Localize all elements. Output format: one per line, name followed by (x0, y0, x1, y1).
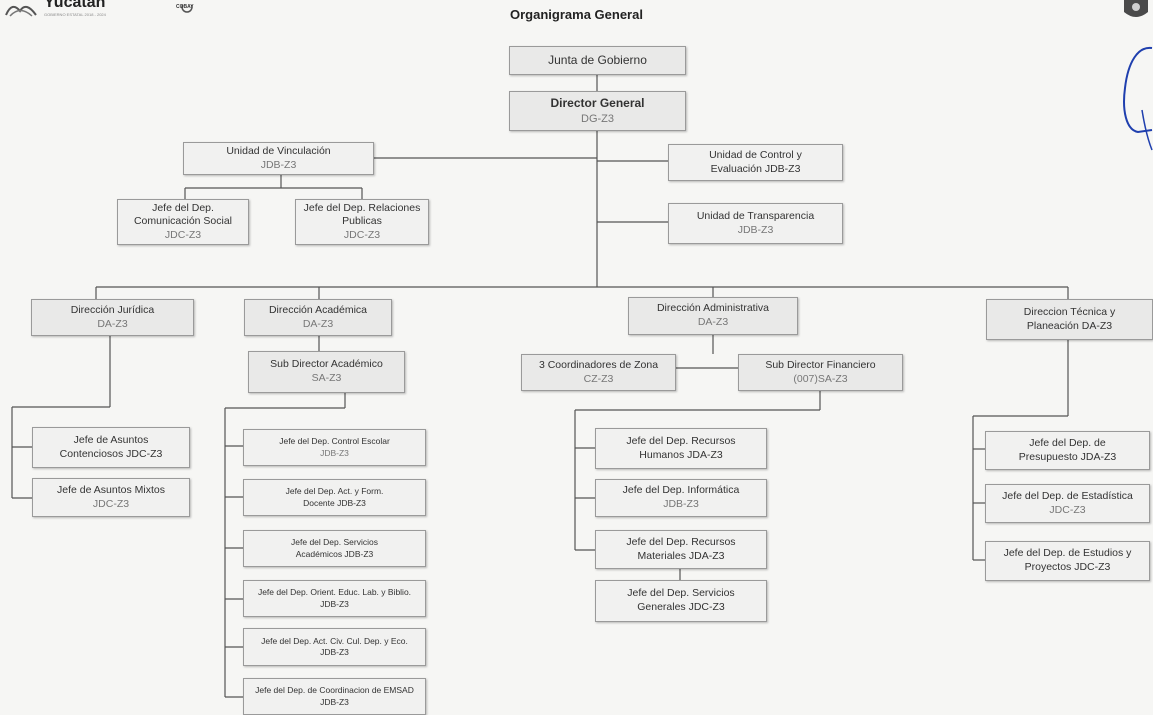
node-title: Jefe del Dep. Recursos Humanos JDA-Z3 (626, 434, 736, 461)
node-title: Jefe del Dep. de Presupuesto JDA-Z3 (1018, 436, 1117, 463)
node-title: Jefe del Dep. de Estadística (1002, 489, 1133, 502)
node-title: Sub Director Académico (270, 358, 383, 371)
node-orient-educ: Jefe del Dep. Orient. Educ. Lab. y Bibli… (243, 580, 426, 617)
node-title: Jefe del Dep. Recursos Materiales JDA-Z3 (626, 535, 736, 562)
cobay-label: COBAY (176, 4, 194, 10)
node-title: Jefe del Dep. Orient. Educ. Lab. y Bibli… (257, 587, 412, 609)
node-code: JDB-Z3 (663, 498, 699, 510)
node-servicios-generales: Jefe del Dep. Servicios Generales JDC-Z3 (595, 580, 767, 622)
node-comunicacion-social: Jefe del Dep. Comunicación Social JDC-Z3 (117, 199, 249, 245)
official-seal-icon (1124, 0, 1148, 17)
node-title: Unidad de Vinculación (226, 144, 331, 157)
node-servicios-academicos: Jefe del Dep. Servicios Académicos JDB-Z… (243, 530, 426, 567)
node-title: Unidad de Control y Evaluación JDB-Z3 (709, 148, 802, 175)
node-title: Jefe del Dep. Comunicación Social (133, 201, 233, 228)
node-asuntos-mixtos: Jefe de Asuntos Mixtos JDC-Z3 (32, 478, 190, 517)
node-direccion-juridica: Dirección Jurídica DA-Z3 (31, 299, 194, 336)
node-title: Jefe del Dep. Servicios Académicos JDB-Z… (291, 537, 378, 559)
node-coordinadores-zona: 3 Coordinadores de Zona CZ-Z3 (521, 354, 676, 391)
node-recursos-humanos: Jefe del Dep. Recursos Humanos JDA-Z3 (595, 428, 767, 469)
yucatan-logo: Yucatán GOBIERNO ESTATAL 2018 - 2024 (4, 0, 106, 17)
node-title: Director General (550, 96, 645, 111)
handwritten-signature-icon (1123, 46, 1153, 151)
node-title: Unidad de Transparencia (696, 209, 815, 222)
node-act-civ-cul: Jefe del Dep. Act. Civ. Cul. Dep. y Eco.… (243, 628, 426, 666)
node-title: Jefe del Dep. Informática (622, 484, 740, 497)
node-informatica: Jefe del Dep. Informática JDB-Z3 (595, 479, 767, 517)
node-title: Sub Director Financiero (765, 358, 876, 371)
node-subdirector-financiero: Sub Director Financiero (007)SA-Z3 (738, 354, 903, 391)
node-title: 3 Coordinadores de Zona (538, 358, 659, 371)
node-unidad-vinculacion: Unidad de Vinculación JDB-Z3 (183, 142, 374, 175)
node-code: DG-Z3 (581, 112, 614, 125)
node-title: Junta de Gobierno (548, 52, 647, 67)
node-code: JDC-Z3 (343, 228, 381, 241)
node-title: Jefe del Dep. de Coordinacion de EMSAD J… (255, 685, 414, 707)
node-code: JDC-Z3 (92, 497, 130, 510)
node-code: JDB-Z3 (260, 158, 297, 171)
node-junta-gobierno: Junta de Gobierno (509, 46, 686, 75)
leaf-emblem-icon (5, 5, 37, 17)
node-title: Jefe del Dep. Act. Civ. Cul. Dep. y Eco.… (261, 635, 408, 657)
node-title: Jefe del Dep. Servicios Generales JDC-Z3 (627, 587, 735, 613)
node-code: DA-Z3 (97, 317, 128, 330)
node-code: DA-Z3 (697, 316, 729, 328)
node-code: JDB-Z3 (737, 223, 774, 236)
node-title: Jefe del Dep. de Estudios y Proyectos JD… (1003, 547, 1132, 573)
node-estudios-proyectos: Jefe del Dep. de Estudios y Proyectos JD… (985, 541, 1150, 581)
node-recursos-materiales: Jefe del Dep. Recursos Materiales JDA-Z3 (595, 530, 767, 569)
node-title: Dirección Administrativa (656, 302, 770, 315)
node-title: Jefe del Dep. Control Escolar (279, 436, 390, 447)
cobay-logo: COBAY (176, 0, 198, 17)
node-title: Jefe del Dep. Relaciones Publicas (303, 201, 421, 228)
node-coordinacion-emsad: Jefe del Dep. de Coordinacion de EMSAD J… (243, 678, 426, 715)
node-code: JDC-Z3 (164, 228, 202, 241)
node-code: SA-Z3 (311, 372, 342, 384)
node-direccion-tecnica: Direccion Técnica y Planeación DA-Z3 (986, 299, 1153, 340)
page-title: Organigrama General (510, 7, 643, 22)
node-unidad-control: Unidad de Control y Evaluación JDB-Z3 (668, 144, 843, 181)
node-director-general: Director General DG-Z3 (509, 91, 686, 131)
node-asuntos-contenciosos: Jefe de Asuntos Contenciosos JDC-Z3 (32, 427, 190, 468)
node-code: JDC-Z3 (1049, 503, 1086, 516)
node-unidad-transparencia: Unidad de Transparencia JDB-Z3 (668, 203, 843, 244)
node-presupuesto: Jefe del Dep. de Presupuesto JDA-Z3 (985, 431, 1150, 470)
node-title: Dirección Jurídica (70, 303, 155, 316)
node-code: DA-Z3 (302, 317, 334, 330)
node-relaciones-publicas: Jefe del Dep. Relaciones Publicas JDC-Z3 (295, 199, 429, 245)
node-subdirector-academico: Sub Director Académico SA-Z3 (248, 351, 405, 393)
node-estadistica: Jefe del Dep. de Estadística JDC-Z3 (985, 484, 1150, 523)
node-code: (007)SA-Z3 (793, 372, 848, 385)
node-title: Jefe de Asuntos Contenciosos JDC-Z3 (59, 433, 163, 460)
node-act-form-docente: Jefe del Dep. Act. y Form. Docente JDB-Z… (243, 479, 426, 516)
logo-name: Yucatán (44, 0, 106, 11)
node-title: Jefe del Dep. Act. y Form. Docente JDB-Z… (285, 486, 384, 508)
node-code: CZ-Z3 (583, 372, 614, 385)
node-title: Jefe de Asuntos Mixtos (57, 483, 165, 496)
logo-subtitle: GOBIERNO ESTATAL 2018 - 2024 (44, 12, 106, 17)
node-control-escolar: Jefe del Dep. Control Escolar JDB-Z3 (243, 429, 426, 466)
node-direccion-academica: Dirección Académica DA-Z3 (244, 299, 392, 336)
node-direccion-administrativa: Dirección Administrativa DA-Z3 (628, 297, 798, 335)
node-code: JDB-Z3 (320, 447, 349, 458)
node-title: Direccion Técnica y Planeación DA-Z3 (1023, 305, 1116, 332)
node-title: Dirección Académica (268, 303, 368, 316)
